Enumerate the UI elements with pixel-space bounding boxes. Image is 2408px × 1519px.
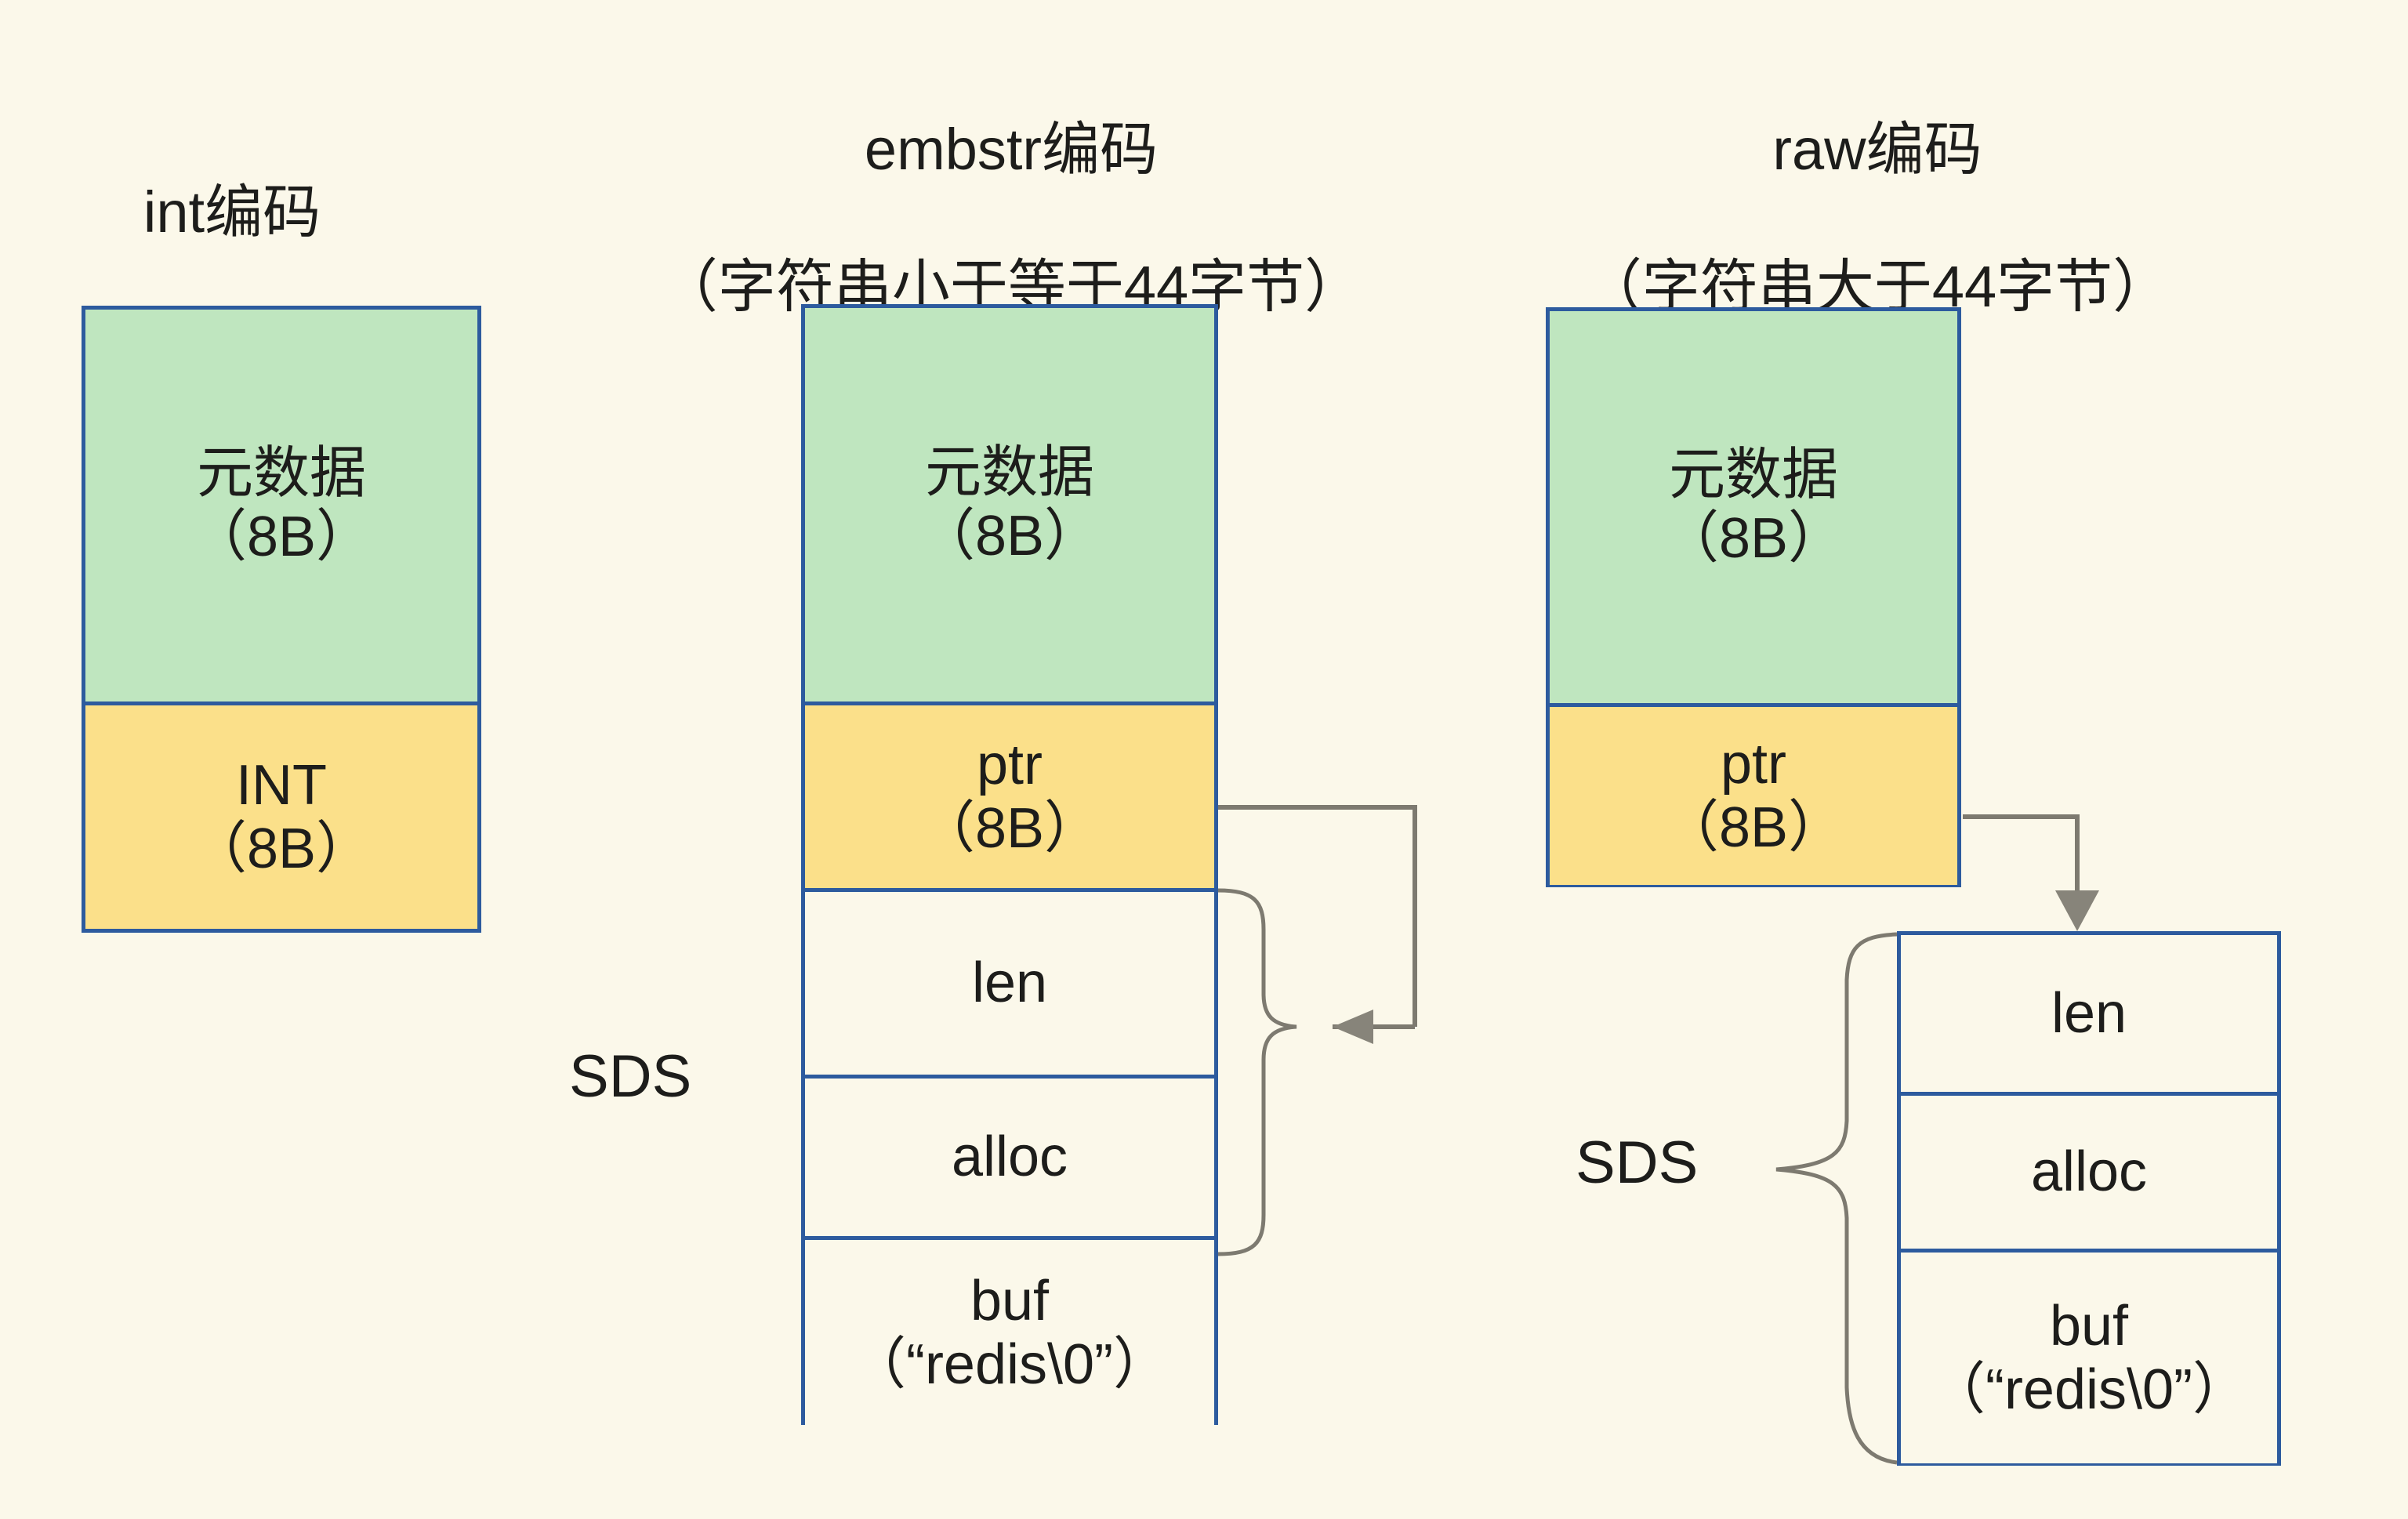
raw-sds-brace [1775,932,1898,1465]
embstr-len-label: len [971,952,1048,1015]
raw-ptr-cell: ptr （8B） [1550,703,1957,885]
embstr-buf-cell: buf （“redis\0”） [805,1236,1214,1426]
embstr-len-cell: len [805,888,1214,1075]
raw-metadata-label: 元数据 [1668,444,1838,507]
embstr-alloc-label: alloc [951,1126,1068,1189]
raw-alloc-label: alloc [2030,1140,2148,1204]
embstr-ptr-cell: ptr （8B） [805,701,1214,888]
raw-len-label: len [2051,981,2127,1045]
int-metadata-label: 元数据 [196,442,366,506]
raw-len-cell: len [1901,935,2277,1092]
raw-ptr-size: （8B） [1662,796,1845,859]
raw-buf-cell: buf （“redis\0”） [1901,1249,2277,1463]
int-value-cell: INT （8B） [85,701,477,929]
raw-alloc-cell: alloc [1901,1092,2277,1249]
column-header-int: int编码 [13,110,452,315]
raw-buf-value: （“redis\0”） [1928,1358,2250,1421]
raw-metadata-cell: 元数据 （8B） [1550,311,1957,703]
embstr-sds-label: SDS [569,1043,692,1110]
embstr-buf-label: buf [970,1269,1050,1332]
embstr-alloc-cell: alloc [805,1075,1214,1236]
embstr-ptr-arrowhead-icon [1333,1010,1373,1044]
int-value-label: INT [236,753,327,817]
raw-sds-box: len alloc buf （“redis\0”） [1897,931,2281,1466]
embstr-ptr-label: ptr [976,733,1043,796]
raw-object-box: 元数据 （8B） ptr （8B） [1546,307,1961,887]
embstr-sds-brace [1217,888,1297,1256]
column-header-int-title: int编码 [143,179,321,245]
column-header-embstr: embstr编码 （字符串小于等于44字节） [572,47,1450,390]
int-object-box: 元数据 （8B） INT （8B） [82,306,481,933]
column-header-embstr-title: embstr编码 [864,117,1159,183]
embstr-metadata-cell: 元数据 （8B） [805,308,1214,701]
embstr-metadata-size: （8B） [918,505,1101,567]
raw-metadata-size: （8B） [1662,507,1845,570]
raw-ptr-label: ptr [1720,732,1787,796]
embstr-buf-value: （“redis\0”） [849,1332,1170,1396]
embstr-metadata-label: 元数据 [924,441,1094,505]
raw-buf-label: buf [2049,1294,2129,1358]
int-value-size: （8B） [190,817,373,880]
raw-ptr-pointer-line [1963,814,2080,901]
int-metadata-size: （8B） [190,506,373,568]
embstr-ptr-size: （8B） [918,796,1101,860]
embstr-ptr-pointer-line [1218,805,1417,1027]
column-header-raw-title: raw编码 [1772,117,1982,183]
raw-ptr-arrowhead-icon [2055,890,2099,931]
int-metadata-cell: 元数据 （8B） [85,310,477,701]
raw-sds-label: SDS [1576,1129,1699,1196]
embstr-object-box: 元数据 （8B） ptr （8B） len alloc buf （“redis\… [801,304,1218,1426]
